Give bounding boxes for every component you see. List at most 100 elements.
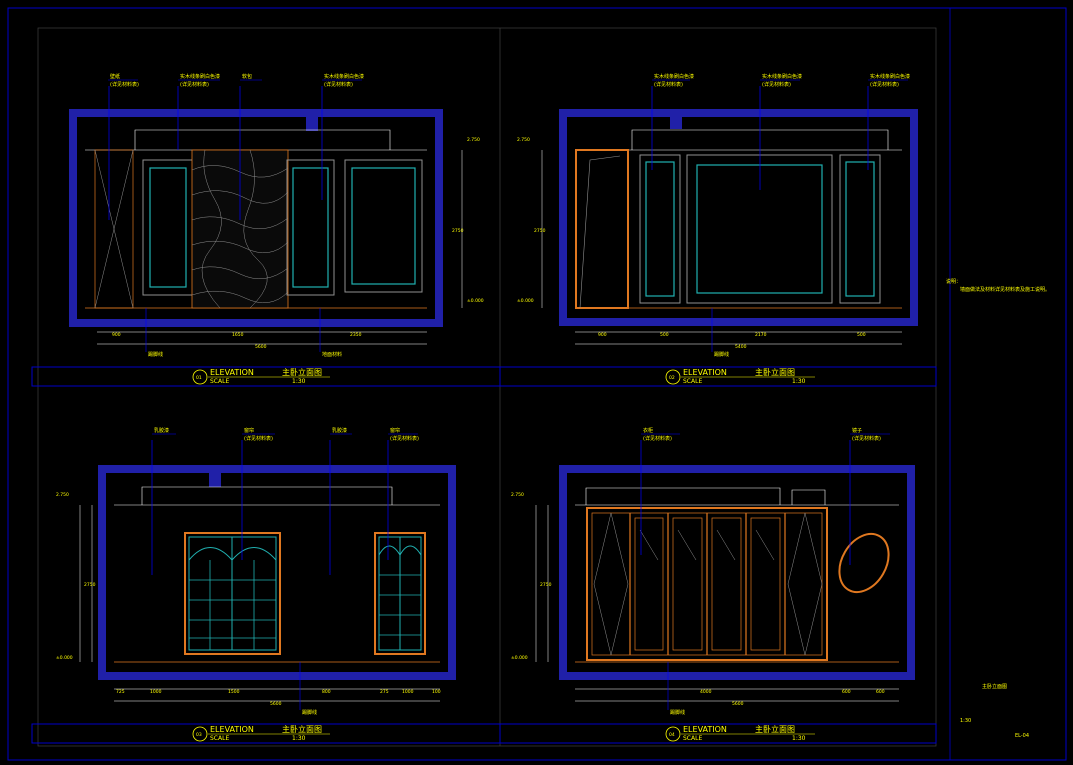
dim-C4: 800 [322,689,331,695]
sheet-inner-border [37,27,937,747]
elevation-title-D: 主卧立面图 [755,724,795,734]
level-bottom-B: ±0.000 [517,298,534,304]
elevation-marker-A [192,369,208,385]
elevation-label-B: ELEVATION [683,368,727,377]
elevation-label-A: ELEVATION [210,368,254,377]
callout-D2-sub: (详见材料表) [852,435,881,442]
elevation-marker-D [665,726,681,742]
note-bottom-C1: 踢脚线 [302,709,317,716]
scale-label-A: SCALE [210,378,229,385]
marker-label-C: 03 [196,732,202,738]
dim-C6: 1000 [402,689,414,695]
marker-label-D: 04 [669,732,675,738]
elevation-B: 实木线条刷白色漆 (详见材料表) 实木线条刷白色漆 (详见材料表) 实木线条刷白… [517,73,918,358]
side-note-2: 墙面做法及材料详见材料表及施工说明。 [960,286,1050,293]
elevation-title-A: 主卧立面图 [282,367,322,377]
scale-label-C: SCALE [210,735,229,742]
sheet-outer-border [7,7,1067,761]
dim-C1: 725 [116,689,125,695]
wall-panel-A3 [344,159,423,293]
callout-A2: 实木线条刷白色漆 [180,73,220,80]
height-D: 2750 [540,582,552,588]
wardrobe-D [586,507,828,661]
scale-label-D: SCALE [683,735,702,742]
elevation-marker-B [665,369,681,385]
elevation-marker-C [192,726,208,742]
dim-A2: 1650 [232,332,244,338]
elevation-title-C: 主卧立面图 [282,724,322,734]
callout-C4: 窗帘 [390,427,400,434]
callout-A4-sub: (详见材料表) [324,81,353,88]
dim-B2: 500 [660,332,669,338]
level-bottom-D: ±0.000 [511,655,528,661]
callout-C2: 窗帘 [244,427,254,434]
height-B: 2750 [534,228,546,234]
callout-B3: 实木线条刷白色漆 [870,73,910,80]
marker-label-A: 01 [196,375,202,381]
callout-C2-sub: (详见材料表) [244,435,273,442]
door-B [575,149,629,309]
total-D: 5600 [732,701,744,707]
wall-frame-C [98,465,456,680]
elevation-D: 衣柜 (详见材料表) 镜子 (详见材料表) 2.750 ±0.000 2750 … [511,427,915,716]
callout-C1: 乳胶漆 [154,427,169,434]
title-block-A: 01 ELEVATION SCALE 主卧立面图 1:30 [192,367,330,385]
dim-B4: 500 [857,332,866,338]
dim-D1: 4000 [700,689,712,695]
title-block-D: 04 ELEVATION SCALE 主卧立面图 1:30 [665,724,815,742]
callout-B1: 实木线条刷白色漆 [654,73,694,80]
title-bar-top [31,366,937,387]
dim-C3: 1500 [228,689,240,695]
scale-value-B: 1:30 [792,378,806,385]
dim-A3: 2350 [350,332,362,338]
callout-A2-sub: (详见材料表) [180,81,209,88]
footer-code: EL-04 [1015,733,1029,739]
callout-A4: 实木线条刷白色漆 [324,73,364,80]
callout-A1-sub: (详见材料表) [110,81,139,88]
callout-C4-sub: (详见材料表) [390,435,419,442]
footer-scale: 1:30 [960,718,971,724]
wall-panel-B1 [639,154,681,304]
callout-A3: 软包 [242,73,252,80]
callout-B2: 实木线条刷白色漆 [762,73,802,80]
elevation-label-C: ELEVATION [210,725,254,734]
wall-frame-B [559,109,918,326]
wall-panel-B2 [686,154,833,304]
oval-mirror-D [838,532,890,594]
height-A: 2750 [452,228,464,234]
note-bottom-A1: 踢脚线 [148,351,163,358]
scale-value-A: 1:30 [292,378,306,385]
window-C1 [184,532,281,655]
callout-D2: 镜子 [852,427,862,434]
level-bottom-C: ±0.000 [56,655,73,661]
total-C: 5600 [270,701,282,707]
callout-B1-sub: (详见材料表) [654,81,683,88]
total-B: 5400 [735,344,747,350]
callout-B2-sub: (详见材料表) [762,81,791,88]
title-block-C: 03 ELEVATION SCALE 主卧立面图 1:30 [192,724,330,742]
level-top-C: 2.750 [56,492,69,498]
side-note-1: 说明： [946,278,961,285]
dim-C5: 275 [380,689,389,695]
note-bottom-A2: 地面材料 [322,351,342,358]
window-C2 [374,532,426,655]
level-top-B: 2.750 [517,137,530,143]
level-top-D: 2.750 [511,492,524,498]
callout-A1: 壁纸 [110,73,120,80]
elevation-title-B: 主卧立面图 [755,367,795,377]
wall-panel-B3 [839,154,881,304]
height-C: 2750 [84,582,96,588]
callout-D1-sub: (详见材料表) [643,435,672,442]
dim-D2: 600 [842,689,851,695]
footer-title: 主卧立面图 [982,683,1007,690]
elevation-label-D: ELEVATION [683,725,727,734]
note-bottom-D1: 踢脚线 [670,709,685,716]
dim-C2: 1000 [150,689,162,695]
elevation-A: 壁纸 (详见材料表) 实木线条刷白色漆 (详见材料表) 软包 实木线条刷白色漆 … [69,73,484,358]
title-block-B: 02 ELEVATION SCALE 主卧立面图 1:30 [665,367,815,385]
callout-D1: 衣柜 [643,427,653,434]
wall-frame-D [559,465,915,680]
title-bar-bottom [31,723,937,744]
dim-B3: 2170 [755,332,767,338]
